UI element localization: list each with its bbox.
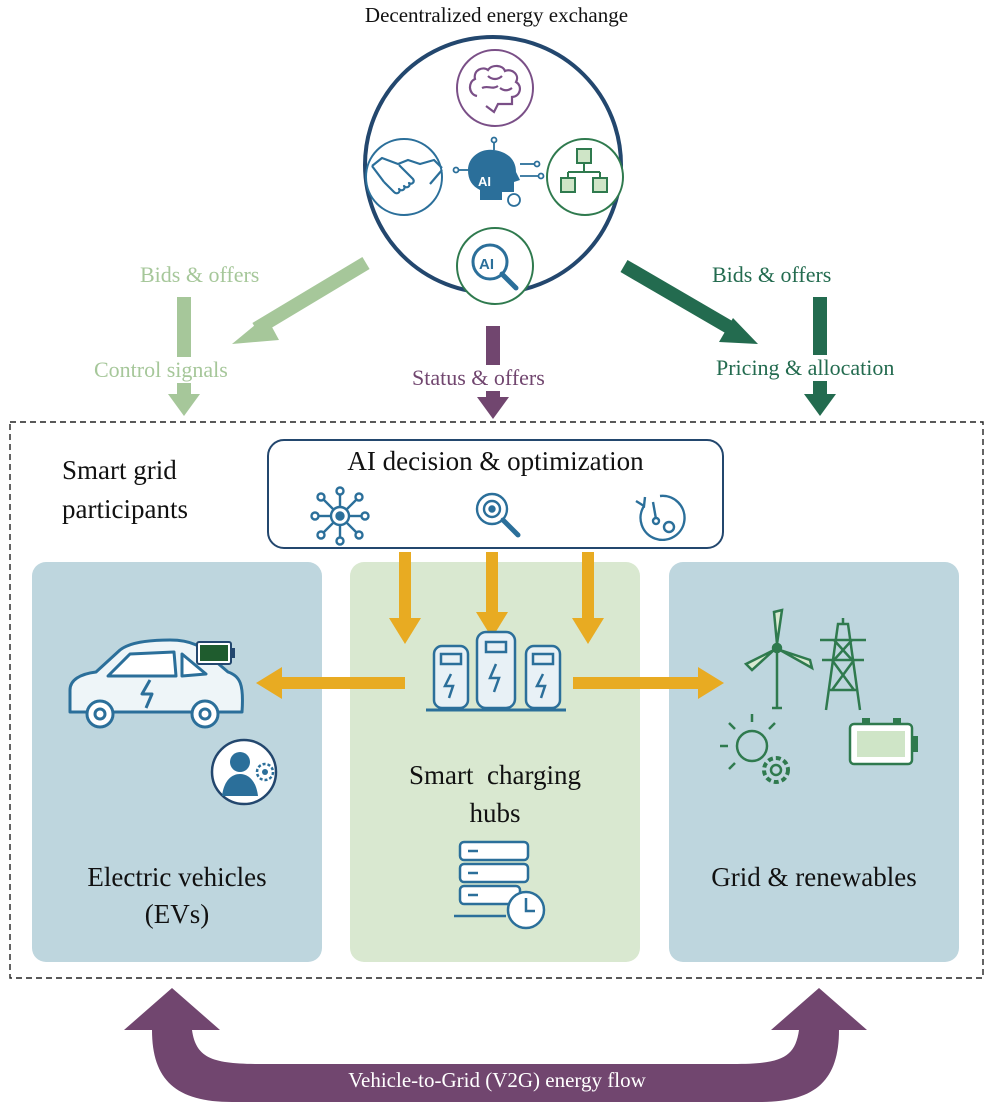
blockchain-icon xyxy=(546,138,624,216)
analytics-search-icon xyxy=(475,492,521,538)
hub-panel xyxy=(350,562,640,962)
right-diagonal-arrowhead xyxy=(719,318,758,344)
ai-search-icon: AI xyxy=(456,227,534,305)
handshake-icon xyxy=(365,138,443,216)
ai-box-title: AI decision & optimization xyxy=(347,446,644,476)
ai-chip-icon: AI xyxy=(452,136,545,207)
grid-panel-label: Grid & renewables xyxy=(711,862,917,892)
right-bids-arrowhead xyxy=(804,394,836,416)
grid-battery-icon xyxy=(848,718,918,766)
ev-battery-icon xyxy=(196,641,235,665)
right-bids-label: Bids & offers xyxy=(712,262,832,287)
left-control-label: Control signals xyxy=(92,357,230,383)
timer-icon xyxy=(635,494,686,542)
left-diagonal-arrowhead xyxy=(232,316,279,344)
brain-icon xyxy=(456,49,534,127)
participants-label-line2: participants xyxy=(62,494,188,524)
left-diagonal-arrow xyxy=(252,256,370,336)
charging-station-icon xyxy=(426,630,566,712)
orange-side-arrows xyxy=(256,667,724,699)
v2g-label: Vehicle-to-Grid (V2G) energy flow xyxy=(348,1068,646,1092)
ev-panel-label-line1: Electric vehicles xyxy=(87,862,267,892)
v2g-arrow xyxy=(124,988,867,1102)
grid-panel xyxy=(669,562,959,962)
left-bids-label: Bids & offers xyxy=(140,262,260,287)
orange-down-arrows xyxy=(389,552,604,644)
user-settings-icon xyxy=(210,738,278,806)
participants-boundary xyxy=(9,421,984,979)
left-bids-arrowhead xyxy=(168,394,200,416)
right-diagonal-arrow xyxy=(620,259,738,337)
ev-panel-label-line2: (EVs) xyxy=(144,899,210,929)
hub-panel-label-line2: hubs xyxy=(469,798,521,828)
svg-text:AI: AI xyxy=(479,256,494,273)
right-pricing-label: Pricing & allocation xyxy=(714,355,897,381)
wind-turbine-icon xyxy=(743,608,814,710)
hub-panel-label-line1: Smart charging xyxy=(409,760,581,790)
center-status-label: Status & offers xyxy=(410,365,547,391)
network-icon xyxy=(310,486,370,546)
ev-panel xyxy=(32,562,322,962)
transmission-tower-icon xyxy=(820,618,866,711)
svg-text:AI: AI xyxy=(478,174,491,189)
participants-label-line1: Smart grid xyxy=(62,455,177,485)
server-clock-icon xyxy=(454,840,546,930)
exchange-title: Decentralized energy exchange xyxy=(364,3,629,27)
center-status-arrowhead xyxy=(477,397,509,419)
sun-gear-icon xyxy=(720,714,790,784)
